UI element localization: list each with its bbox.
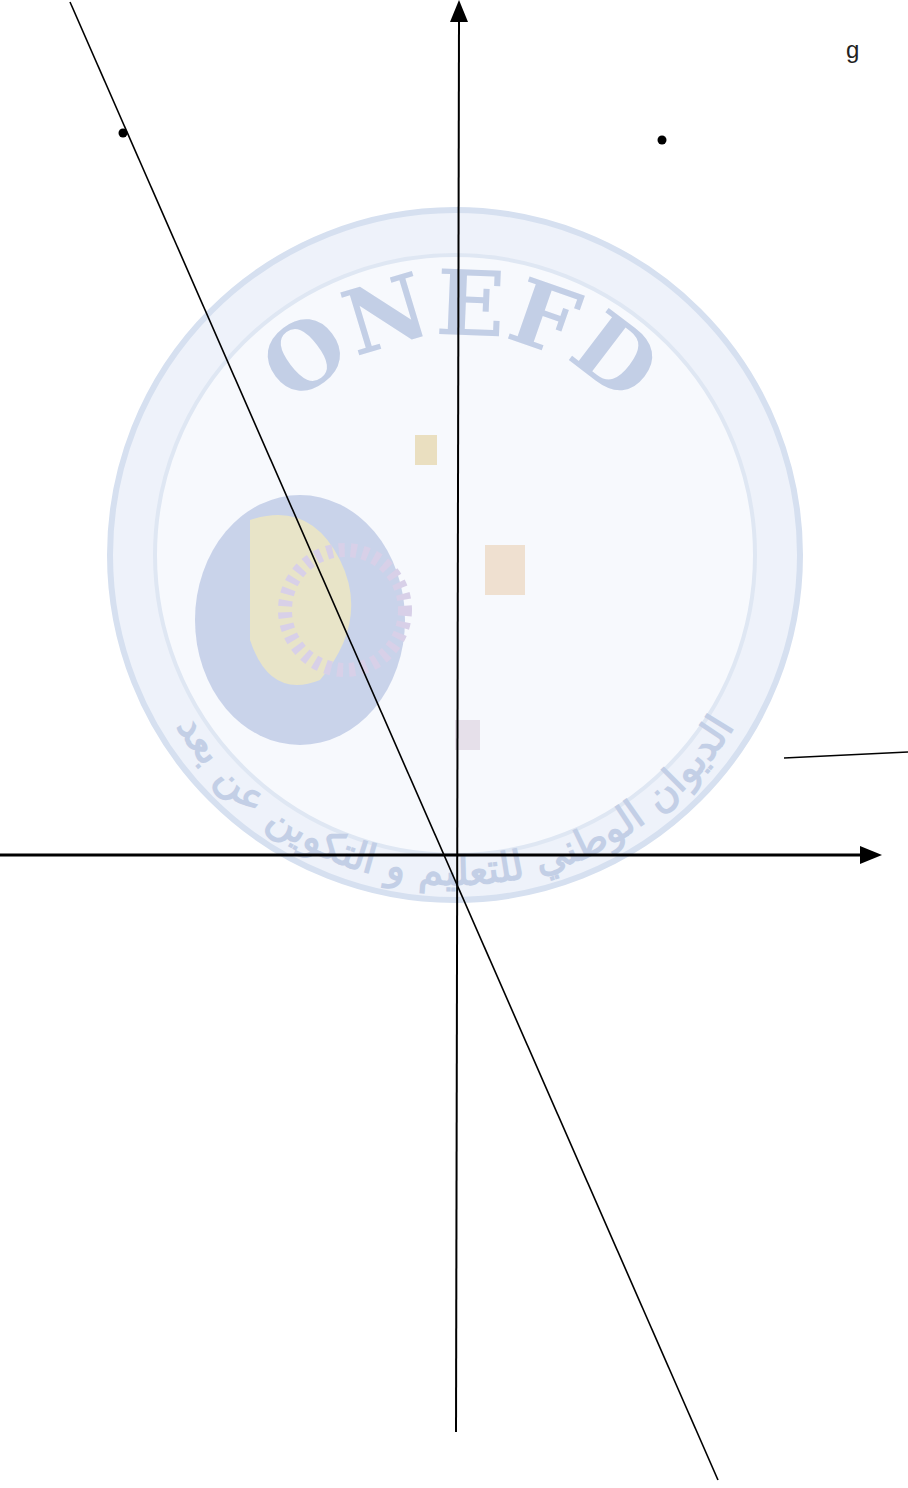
line: [70, 2, 718, 1480]
point: [658, 136, 667, 145]
segment: [784, 752, 908, 758]
watermark-text: الديوان الوطني للتعليم و التكوين عن بعد: [168, 706, 742, 896]
watermark-mark: [415, 435, 437, 465]
y-axis: [456, 20, 459, 1432]
watermark-sun: [285, 550, 405, 670]
watermark-mark: [455, 720, 480, 750]
arrow-head: [450, 0, 468, 22]
x-axis: [0, 854, 862, 857]
watermark-ring: [110, 210, 800, 900]
function-label: g: [846, 38, 859, 62]
watermark-globe: [195, 495, 405, 745]
watermark-text: ONEFD: [241, 249, 679, 422]
point: [119, 129, 128, 138]
watermark-mark: [485, 545, 525, 595]
arrow-head: [860, 846, 882, 864]
